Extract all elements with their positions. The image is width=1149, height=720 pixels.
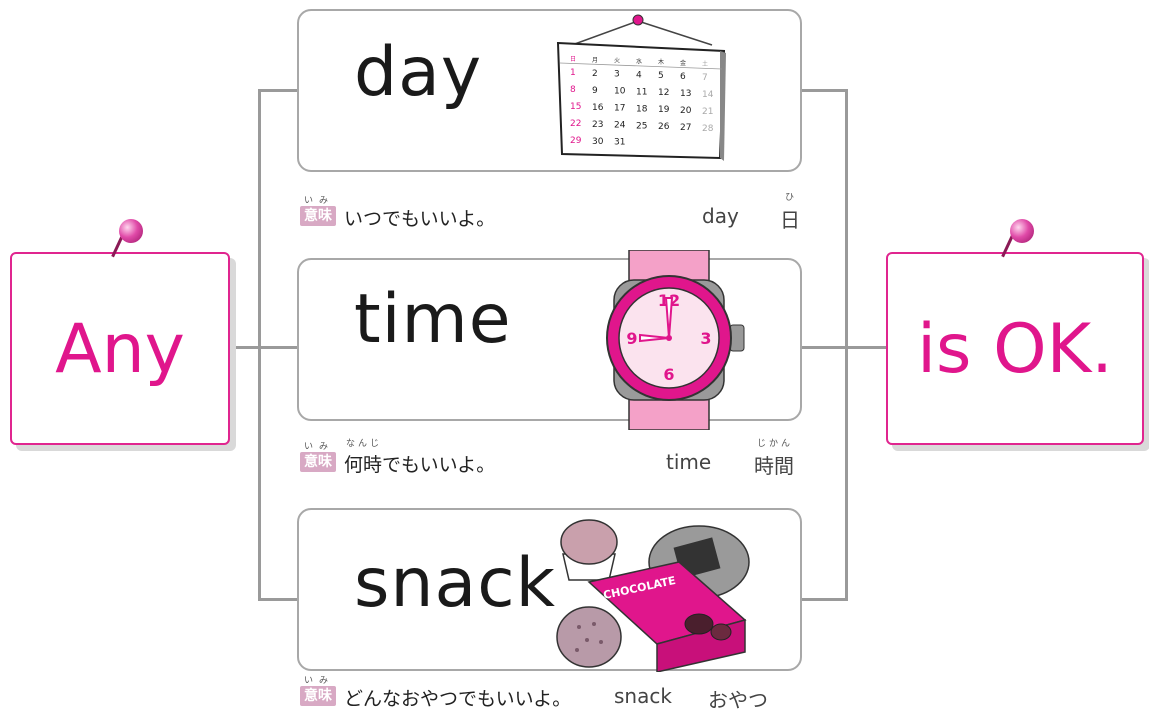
japanese-word-time: 時間: [754, 454, 794, 478]
word-card-time: time 12 3 6 9: [297, 250, 802, 430]
calendar-day: 12: [658, 88, 669, 98]
word-time: time: [354, 280, 512, 359]
calendar-weekday: 日: [570, 56, 576, 63]
calendar-day: 4: [636, 70, 642, 80]
calendar-weekday: 金: [680, 59, 686, 67]
calendar-weekday: 木: [658, 58, 664, 66]
word-snack: snack: [354, 544, 556, 623]
japanese-word-day: 日: [780, 208, 800, 232]
meaning-badge: 意味: [300, 452, 336, 472]
calendar-day: 20: [680, 106, 692, 116]
calendar-day: 17: [614, 104, 625, 114]
clock-number-9: 9: [626, 329, 637, 348]
meaning-ruby-time: なんじ: [346, 439, 383, 449]
meaning-badge-ruby: いみ: [303, 442, 334, 452]
english-word-snack: snack: [614, 684, 672, 708]
calendar-weekday: 土: [702, 60, 708, 68]
meaning-badge: 意味: [300, 686, 336, 706]
connector-right-branch-day: [782, 89, 848, 92]
meaning-text-snack: どんなおやつでもいいよ。: [344, 688, 572, 710]
english-word-day: day: [702, 204, 739, 228]
meaning-badge: 意味: [300, 206, 336, 226]
is-ok-card: is OK.: [886, 252, 1144, 445]
connector-left-branch-day: [258, 89, 320, 92]
calendar-day: 1: [570, 68, 576, 78]
calendar-day: 5: [658, 71, 664, 81]
word-day: day: [354, 33, 483, 112]
meaning-text-day: いつでもいいよ。: [344, 208, 496, 230]
is-ok-card-text: is OK.: [917, 310, 1113, 389]
calendar-day: 23: [592, 120, 603, 130]
calendar-day: 14: [702, 90, 714, 100]
any-card: Any: [10, 252, 230, 445]
calendar-day: 21: [702, 107, 713, 117]
wristwatch-icon: 12 3 6 9: [606, 250, 745, 430]
calendar-day: 16: [592, 103, 604, 113]
calendar-weekday: 月: [592, 57, 598, 64]
meaning-text-time: 何時でもいいよ。: [344, 454, 496, 476]
calendar-day: 9: [592, 86, 598, 96]
calendar-day: 18: [636, 104, 648, 114]
calendar-day: 22: [570, 119, 581, 129]
meaning-line-time: いみ 意味 なんじ 何時でもいいよ。 time じかん 時間: [300, 439, 820, 480]
connector-left-branch-time: [232, 346, 320, 349]
calendar-day: 13: [680, 89, 691, 99]
snacks-icon: CHOCOLATE: [556, 519, 750, 672]
calendar-day: 8: [570, 85, 576, 95]
connector-right-branch-snack: [782, 598, 848, 601]
calendar-day: 30: [592, 137, 604, 147]
calendar-day: 27: [680, 123, 691, 133]
calendar-day: 3: [614, 70, 620, 80]
calendar-day: 26: [658, 122, 670, 132]
japanese-ruby-day: ひ: [785, 193, 798, 203]
calendar-day: 31: [614, 138, 625, 148]
calendar-day: 7: [702, 73, 708, 83]
connector-right-branch-time: [782, 346, 888, 349]
english-word-time: time: [666, 450, 712, 474]
calendar-day: 11: [636, 87, 647, 97]
calendar-day: 19: [658, 105, 670, 115]
calendar-day: 29: [570, 136, 582, 146]
meaning-badge-ruby: いみ: [303, 196, 334, 206]
clock-number-3: 3: [700, 329, 711, 348]
calendar-day: 10: [614, 87, 626, 97]
calendar-weekday: 水: [636, 57, 642, 65]
any-card-text: Any: [55, 310, 185, 389]
meaning-badge-ruby: いみ: [303, 676, 334, 686]
connector-left-vertical: [258, 89, 261, 601]
calendar-day: 28: [702, 124, 714, 134]
japanese-ruby-time: じかん: [757, 439, 794, 449]
calendar-day: 2: [592, 69, 598, 79]
calendar-day: 24: [614, 121, 626, 131]
calendar-day: 15: [570, 102, 581, 112]
word-card-snack: snack CHOCOLATE: [297, 508, 802, 672]
connector-right-vertical: [845, 89, 848, 601]
calendar-day: 25: [636, 121, 647, 131]
meaning-line-snack: いみ 意味 どんなおやつでもいいよ。 snack おやつ: [300, 674, 820, 714]
connector-left-branch-snack: [258, 598, 320, 601]
meaning-line-day: いみ 意味 いつでもいいよ。 day ひ 日: [300, 193, 820, 234]
clock-number-6: 6: [663, 365, 674, 384]
calendar-day: 6: [680, 72, 686, 82]
calendar-weekday: 火: [614, 58, 620, 65]
japanese-word-snack: おやつ: [708, 688, 768, 712]
